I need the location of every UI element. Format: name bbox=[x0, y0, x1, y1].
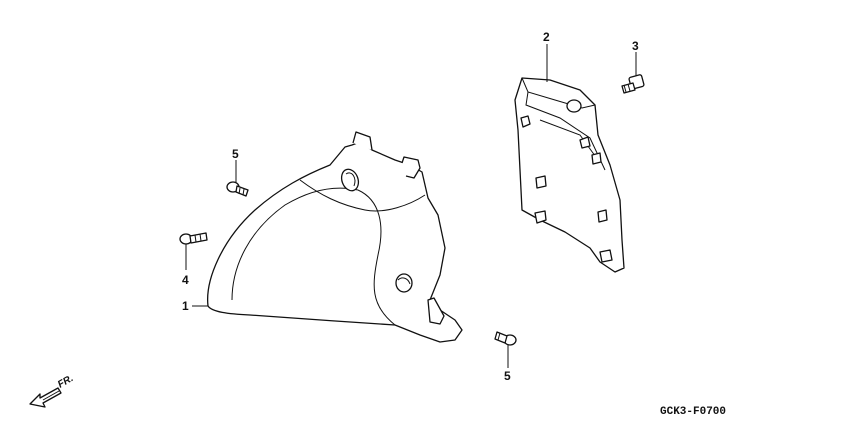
callout-1: 1 bbox=[182, 299, 189, 313]
front-direction-arrow: FR. bbox=[29, 373, 75, 408]
front-fender-part bbox=[207, 131, 463, 343]
callout-5-lower: 5 bbox=[504, 369, 511, 383]
fr-label: FR. bbox=[56, 373, 75, 391]
bolt-3 bbox=[621, 74, 645, 94]
callout-4: 4 bbox=[182, 273, 189, 287]
callout-3: 3 bbox=[632, 39, 639, 53]
screw-5-upper bbox=[226, 181, 249, 197]
callout-2: 2 bbox=[543, 30, 550, 44]
callout-5-upper: 5 bbox=[232, 147, 239, 161]
screw-5-lower bbox=[494, 331, 517, 346]
screw-4 bbox=[179, 232, 208, 245]
splash-guard-part bbox=[514, 77, 625, 273]
diagram-code: GCK3-F0700 bbox=[660, 406, 726, 418]
